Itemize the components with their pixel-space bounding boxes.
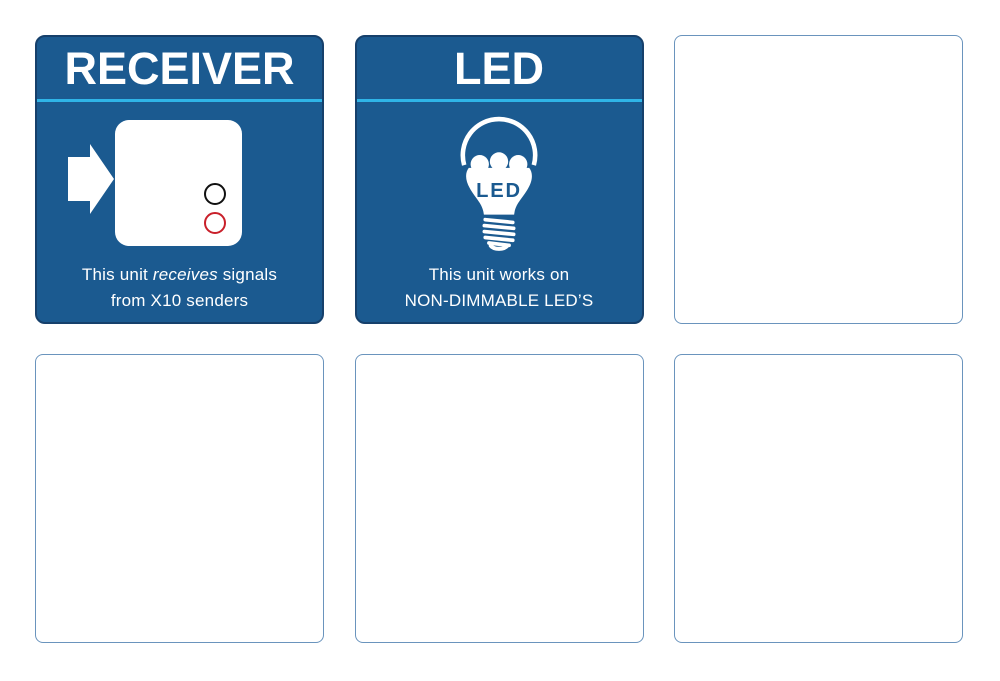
receiver-card-description: This unit receives signals from X10 send… xyxy=(37,262,322,322)
divider-line xyxy=(356,99,642,102)
empty-label-slot-2 xyxy=(35,354,324,643)
divider-line xyxy=(37,99,322,102)
led-card-title: LED xyxy=(454,42,544,94)
red-indicator-ring-icon xyxy=(204,212,226,234)
receiver-module-box xyxy=(115,120,242,246)
black-indicator-ring-icon xyxy=(204,183,226,205)
led-bulb-icon-area: LED xyxy=(357,102,642,262)
receiver-card-title: RECEIVER xyxy=(64,42,295,94)
led-card-description: This unit works on NON-DIMMABLE LED’S xyxy=(357,262,642,322)
empty-label-slot-3 xyxy=(354,354,644,643)
screw-threads xyxy=(482,217,516,248)
description-line-2: NON-DIMMABLE LED’S xyxy=(404,290,594,310)
card-title-band: RECEIVER xyxy=(37,37,322,99)
led-bulb-icon: LED xyxy=(460,116,538,251)
receiver-module-icon xyxy=(37,102,322,262)
arrow-right-icon xyxy=(68,144,114,214)
card-led: LED LED This unit wo xyxy=(354,35,644,324)
card-title-band: LED xyxy=(357,37,642,99)
description-line-2: from X10 senders xyxy=(110,290,249,310)
description-line-1: This unit receives signals xyxy=(37,262,322,288)
empty-label-slot-1 xyxy=(674,35,963,324)
description-line-1: This unit works on xyxy=(428,265,570,284)
empty-label-slot-4 xyxy=(674,354,963,643)
bulb-led-label: LED xyxy=(476,180,522,202)
description-text: This unit xyxy=(81,265,153,284)
description-italic-word: receives xyxy=(152,265,218,284)
card-receiver: RECEIVER This unit receives signals from… xyxy=(35,35,324,324)
description-text: signals xyxy=(217,265,278,284)
